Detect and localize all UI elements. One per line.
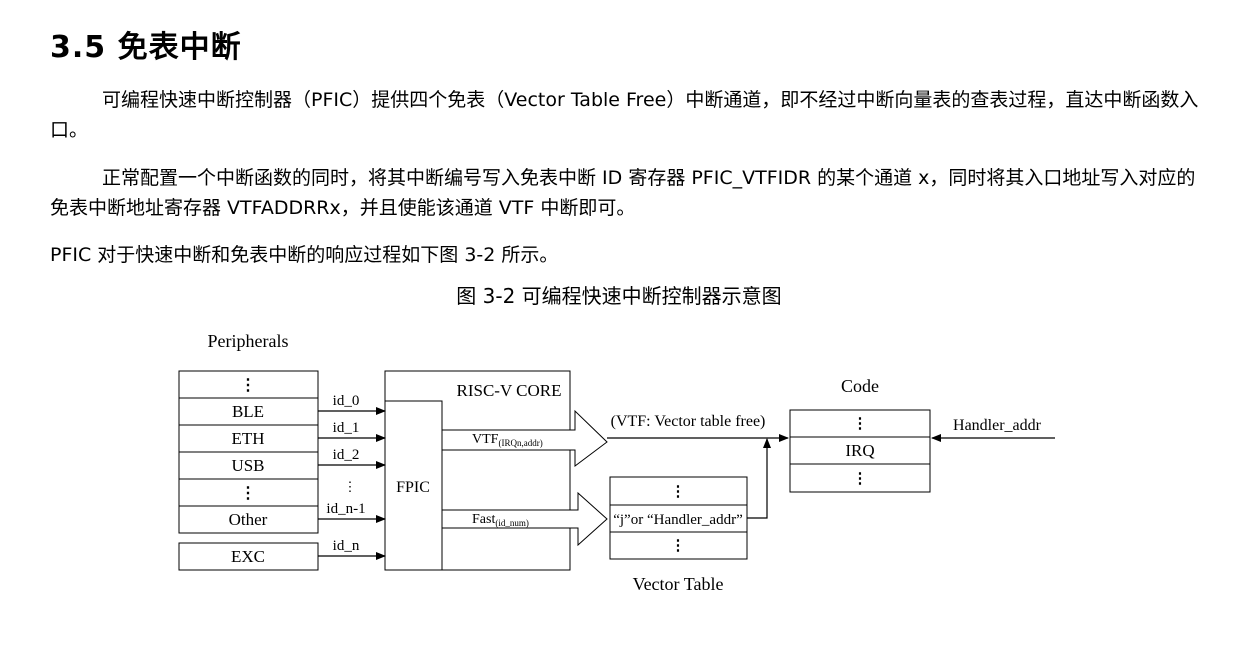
code-row-ellipsis-top: ⋮ (853, 416, 868, 432)
vtf-label: VTF(IRQn,addr) (472, 432, 543, 448)
paragraph-response: PFIC 对于快速中断和免表中断的响应过程如下图 3-2 所示。 (50, 244, 559, 266)
id-arrows (318, 407, 386, 560)
peripheral-row-ellipsis-top: ⋮ (240, 377, 256, 394)
vector-table-title: Vector Table (633, 574, 724, 594)
peripheral-row-ellipsis-mid: ⋮ (240, 485, 256, 502)
id-label-ellipsis: ⋮ (344, 479, 357, 494)
id-label-1: id_1 (333, 420, 360, 436)
code-row-ellipsis-bottom: ⋮ (853, 471, 868, 487)
peripherals-title: Peripherals (208, 331, 289, 351)
code-title: Code (841, 376, 879, 396)
peripheral-row-usb: USB (231, 456, 264, 475)
code-row-irq: IRQ (845, 441, 874, 460)
vector-row-ellipsis-bottom: ⋮ (671, 538, 686, 554)
vtf-note: (VTF: Vector table free) (611, 413, 766, 430)
vtf-arrow (441, 409, 608, 467)
id-label-n-1: id_n-1 (326, 501, 365, 517)
riscv-core-title: RISC-V CORE (456, 381, 561, 400)
id-label-0: id_0 (333, 393, 360, 409)
figure-caption: 图 3-2 可编程快速中断控制器示意图 (456, 284, 782, 308)
peripheral-row-ble: BLE (232, 402, 264, 421)
fpic-label: FPIC (396, 479, 430, 496)
peripheral-row-other: Other (229, 510, 268, 529)
vector-to-code-connector (747, 444, 768, 519)
peripheral-row-exc: EXC (231, 547, 265, 566)
handler-addr-label: Handler_addr (953, 417, 1042, 434)
paragraph-intro: 可编程快速中断控制器（PFIC）提供四个免表（Vector Table Free… (50, 89, 1199, 141)
fast-label: Fast(id_num) (472, 512, 529, 528)
section-heading: 3.5 免表中断 (50, 30, 242, 65)
code-table (789, 409, 931, 493)
peripheral-row-eth: ETH (231, 429, 264, 448)
vector-row-ellipsis-top: ⋮ (671, 484, 686, 500)
vector-row-handler: “j”or “Handler_addr” (613, 512, 743, 528)
fast-arrow (441, 491, 608, 547)
paragraph-config: 正常配置一个中断函数的同时，将其中断编号写入免表中断 ID 寄存器 PFIC_V… (50, 167, 1196, 219)
id-label-n: id_n (333, 538, 360, 554)
fpic-box (384, 400, 443, 571)
id-label-2: id_2 (333, 447, 360, 463)
